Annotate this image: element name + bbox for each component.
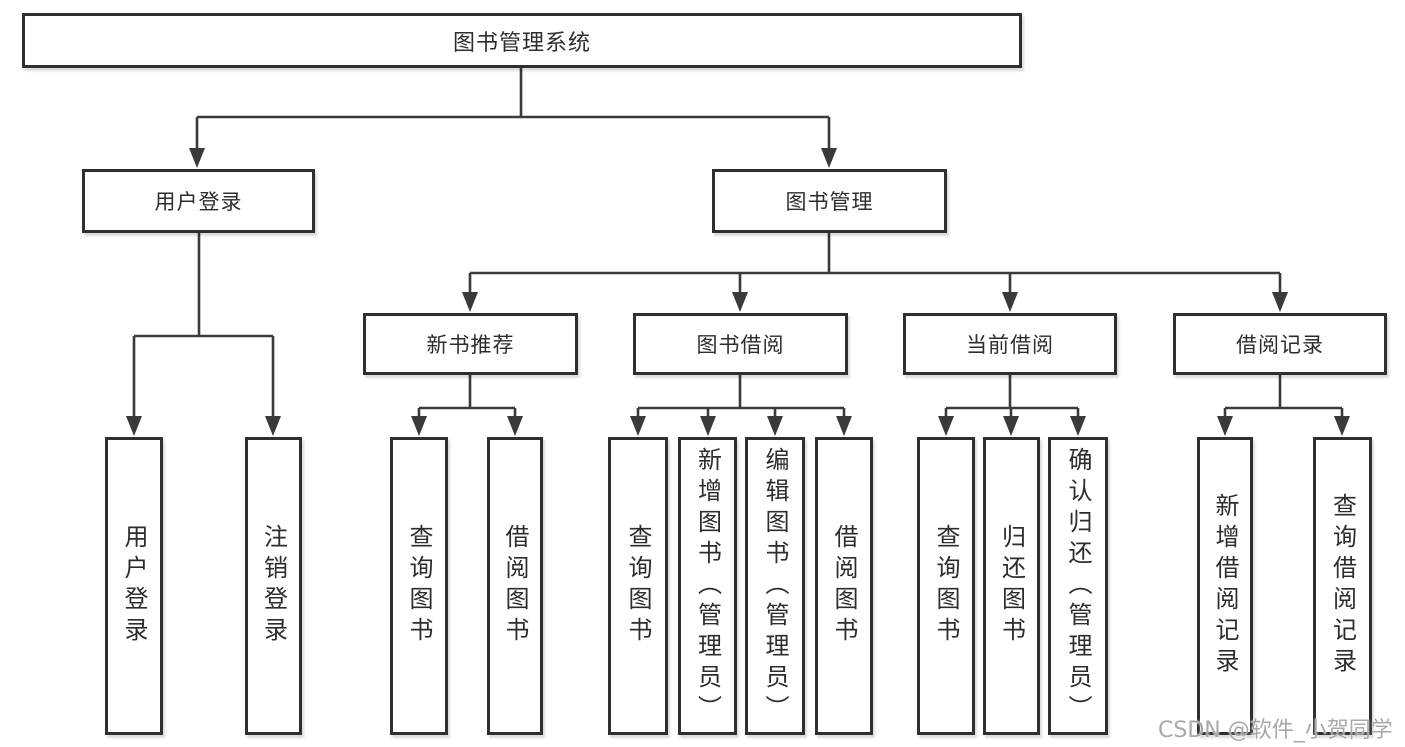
node-borrow-record: 借阅记录 — [1173, 313, 1387, 375]
leaf-borrow-book-recommend-label: 借阅图书 — [501, 524, 529, 648]
node-book-management-label: 图书管理 — [785, 190, 874, 214]
leaf-add-book-admin-label: 新增图书（管理员） — [693, 446, 722, 726]
node-new-book-recommend: 新书推荐 — [363, 313, 578, 375]
leaf-query-borrow-record-label: 查询借阅记录 — [1328, 493, 1357, 679]
leaf-query-book-borrow-label: 查询图书 — [624, 524, 652, 648]
leaf-add-book-admin: 新增图书（管理员） — [678, 437, 737, 735]
leaf-borrow-book: 借阅图书 — [815, 437, 873, 735]
watermark-text: CSDN @软件_小贺同学 — [1158, 718, 1393, 743]
leaf-return-book-label: 归还图书 — [997, 524, 1026, 648]
leaf-query-book-current: 查询图书 — [917, 437, 975, 735]
node-root-label: 图书管理系统 — [452, 30, 591, 56]
leaf-return-book: 归还图书 — [983, 437, 1040, 735]
leaf-add-borrow-record: 新增借阅记录 — [1197, 437, 1253, 735]
leaf-logout: 注销登录 — [245, 437, 302, 735]
leaf-query-book-current-label: 查询图书 — [932, 524, 960, 648]
leaf-query-book-recommend: 查询图书 — [390, 437, 448, 735]
leaf-add-borrow-record-label: 新增借阅记录 — [1211, 493, 1239, 679]
node-borrow-record-label: 借阅记录 — [1236, 333, 1324, 357]
leaf-edit-book-admin-label: 编辑图书（管理员） — [761, 446, 789, 726]
leaf-logout-label: 注销登录 — [259, 524, 288, 648]
leaf-query-book-recommend-label: 查询图书 — [405, 524, 433, 648]
node-current-borrow-label: 当前借阅 — [966, 333, 1054, 357]
leaf-confirm-return-admin: 确认归还（管理员） — [1048, 437, 1108, 735]
node-book-borrow: 图书借阅 — [633, 313, 848, 375]
node-book-management: 图书管理 — [712, 169, 947, 233]
leaf-confirm-return-admin-label: 确认归还（管理员） — [1064, 446, 1092, 726]
leaf-borrow-book-label: 借阅图书 — [830, 524, 858, 648]
leaf-user-login-label: 用户登录 — [120, 524, 148, 648]
node-user-login-label: 用户登录 — [154, 190, 243, 214]
leaf-user-login: 用户登录 — [105, 437, 163, 735]
node-new-book-recommend-label: 新书推荐 — [426, 333, 515, 357]
leaf-edit-book-admin: 编辑图书（管理员） — [745, 437, 805, 735]
node-book-borrow-label: 图书借阅 — [696, 333, 785, 357]
leaf-borrow-book-recommend: 借阅图书 — [487, 437, 543, 735]
leaf-query-borrow-record: 查询借阅记录 — [1313, 437, 1372, 735]
node-user-login: 用户登录 — [82, 169, 315, 233]
node-current-borrow: 当前借阅 — [903, 313, 1117, 375]
node-root: 图书管理系统 — [22, 13, 1022, 68]
leaf-query-book-borrow: 查询图书 — [608, 437, 668, 735]
